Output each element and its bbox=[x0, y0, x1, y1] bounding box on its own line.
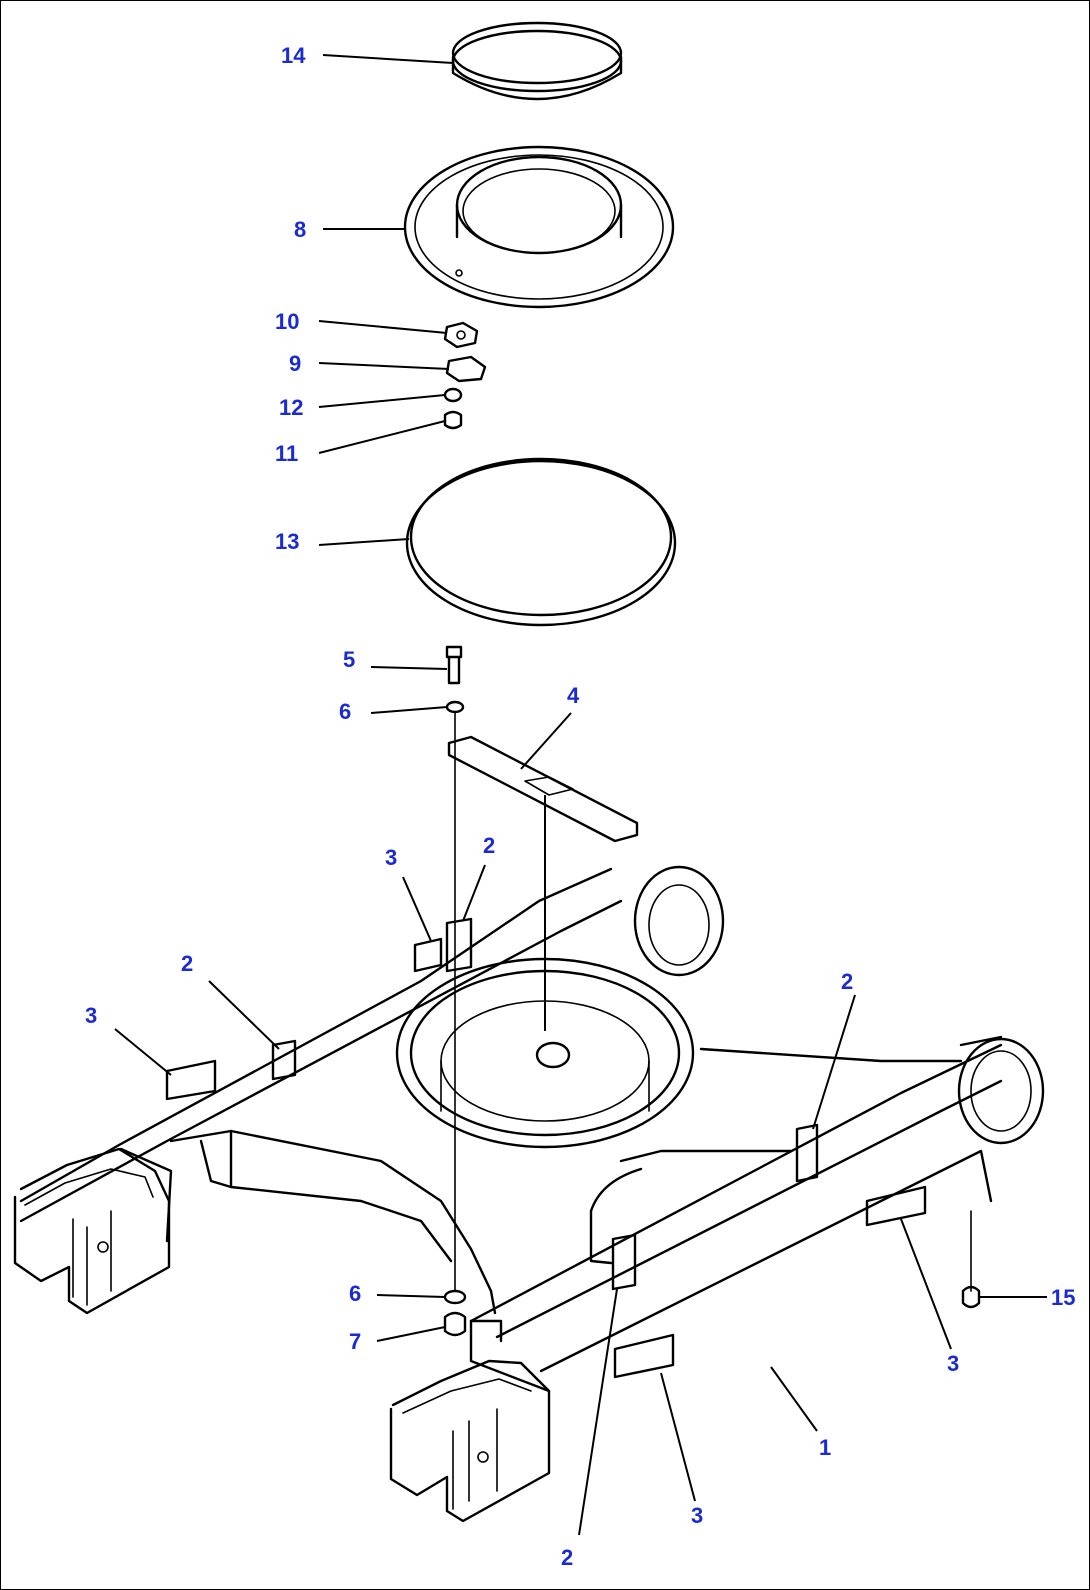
leader-lines bbox=[114, 54, 1047, 1536]
part-9-plate bbox=[445, 355, 487, 383]
callout-3-left: 3 bbox=[85, 1003, 97, 1028]
callout-12: 12 bbox=[279, 395, 303, 420]
callout-2-left: 2 bbox=[181, 951, 193, 976]
part-13-ring bbox=[405, 457, 677, 627]
callout-7: 7 bbox=[349, 1329, 361, 1354]
callout-11: 11 bbox=[275, 441, 298, 466]
callout-15: 15 bbox=[1051, 1285, 1075, 1310]
part-6-washer-bottom bbox=[443, 1289, 467, 1305]
callout-9: 9 bbox=[289, 351, 301, 376]
callout-6-bottom: 6 bbox=[349, 1281, 361, 1306]
callout-3-bottom: 3 bbox=[691, 1503, 703, 1528]
callout-3-top: 3 bbox=[385, 845, 397, 870]
part-7-nut bbox=[443, 1311, 467, 1337]
callout-13: 13 bbox=[275, 529, 299, 554]
part-4-plate bbox=[447, 735, 639, 1031]
part-1-track-frame bbox=[13, 865, 1045, 1523]
part-15-plug bbox=[961, 1285, 981, 1309]
callout-4: 4 bbox=[567, 683, 580, 708]
callout-5: 5 bbox=[343, 647, 355, 672]
part-3-guard-brackets bbox=[165, 937, 927, 1379]
callout-1: 1 bbox=[819, 1435, 831, 1460]
part-6-washer-top bbox=[445, 700, 465, 714]
callout-2-bottom: 2 bbox=[561, 1545, 573, 1570]
part-5-bolt bbox=[445, 645, 463, 685]
part-10-shim bbox=[443, 321, 479, 349]
callout-10: 10 bbox=[275, 309, 299, 334]
callout-2-right: 2 bbox=[841, 969, 853, 994]
callout-14: 14 bbox=[281, 43, 306, 68]
callout-3-right: 3 bbox=[947, 1351, 959, 1376]
part-12-washer bbox=[443, 387, 463, 403]
callout-6-top: 6 bbox=[339, 699, 351, 724]
part-14-ring bbox=[451, 21, 623, 101]
part-8-flange bbox=[403, 145, 675, 309]
callout-8: 8 bbox=[294, 217, 306, 242]
part-11-nut bbox=[443, 410, 463, 430]
callout-labels: 14 8 10 9 12 11 13 5 6 4 3 2 2 3 2 6 7 1… bbox=[85, 43, 1075, 1570]
callout-2-top: 2 bbox=[483, 833, 495, 858]
